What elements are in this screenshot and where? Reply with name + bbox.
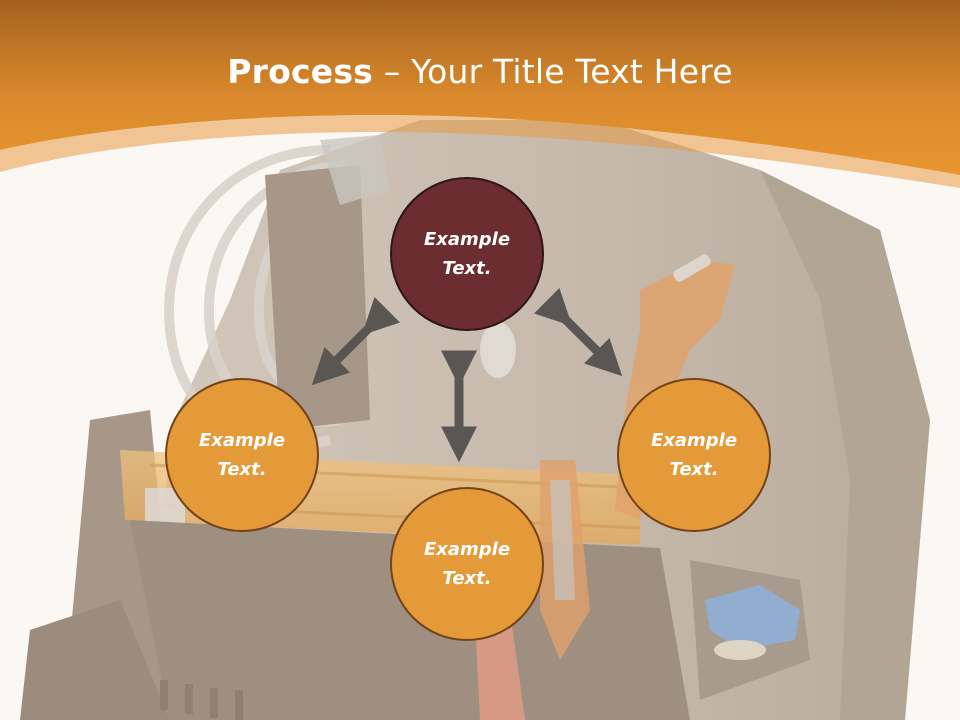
node-right: Example Text. — [617, 378, 771, 532]
node-bottom-text: Example Text. — [423, 539, 511, 589]
node-top: Example Text. — [390, 177, 544, 331]
title-rest: – Your Title Text Here — [373, 52, 733, 91]
node-left: Example Text. — [165, 378, 319, 532]
node-right-text: Example Text. — [650, 430, 738, 480]
node-bottom: Example Text. — [390, 487, 544, 641]
node-top-text: Example Text. — [423, 229, 511, 279]
node-left-text: Example Text. — [198, 430, 286, 480]
slide-title: Process – Your Title Text Here — [0, 52, 960, 91]
header-band — [0, 0, 960, 188]
title-bold: Process — [227, 52, 374, 91]
